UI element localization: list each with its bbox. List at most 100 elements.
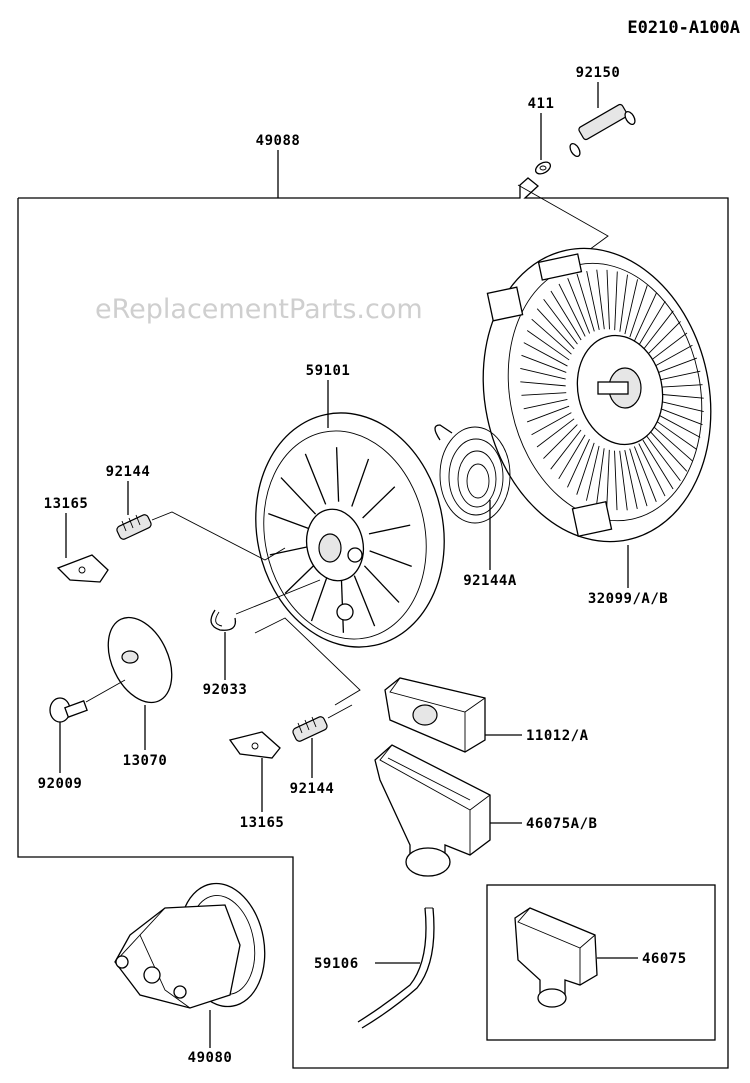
spring-92144-lower-part [292, 716, 328, 742]
cover-fin [550, 429, 582, 470]
cover-fin [624, 450, 638, 510]
cover-fin [558, 283, 586, 337]
cover-fin [652, 344, 693, 368]
reel-spoke [353, 575, 376, 627]
cover-fin [654, 357, 698, 375]
label-92150: 92150 [576, 65, 621, 81]
reel-spoke [362, 486, 396, 519]
reel-spoke [304, 453, 327, 505]
cover-fin [526, 405, 570, 423]
cover-fin [526, 330, 570, 361]
cover-fin [520, 381, 566, 387]
label-32099: 32099/A/B [588, 591, 668, 607]
screw-92009-part [49, 697, 88, 723]
cover-fin [633, 446, 657, 502]
handle-46075ab-part [374, 744, 491, 877]
cover-fin [619, 274, 628, 332]
diagram-reference: E0210-A100A [627, 18, 740, 38]
cover-fin [567, 278, 591, 334]
cover-fin [521, 392, 567, 396]
spring-92144-upper-part [116, 514, 152, 540]
label-92144-b: 92144 [290, 781, 335, 797]
inset-box [486, 884, 716, 1041]
cover-fin [543, 299, 578, 345]
reel-pulley-part [255, 412, 445, 648]
cover-fin [646, 435, 681, 481]
label-13165-a: 13165 [44, 496, 89, 512]
rope-part [357, 907, 435, 1029]
label-13070: 13070 [123, 753, 168, 769]
cover-fin [586, 270, 600, 330]
reel-spoke [363, 565, 400, 603]
cover-fin [638, 443, 666, 497]
label-92144a: 92144A [463, 573, 517, 589]
reel-spoke [284, 561, 318, 594]
cover-fin [656, 413, 701, 438]
handle-46075-part [514, 907, 598, 1008]
cover-fin [576, 273, 595, 332]
reel-spoke [335, 447, 340, 502]
cover-fin [523, 399, 568, 410]
reel-spoke [351, 458, 370, 507]
cover-fin [652, 425, 693, 462]
cover-fin [649, 332, 688, 362]
cover-fin [657, 407, 703, 426]
cover-fin [629, 448, 648, 507]
cover-fin [638, 300, 666, 346]
label-59101: 59101 [306, 363, 351, 379]
label-92144-a: 92144 [106, 464, 151, 480]
label-49088: 49088 [256, 133, 301, 149]
washer-411-part [534, 161, 552, 175]
cover-fin [520, 367, 566, 380]
cover-fin [586, 445, 600, 501]
cover-fin [624, 279, 638, 335]
cover-fin [649, 430, 688, 472]
snap-ring-part [210, 609, 237, 631]
pawl-13165-upper-part [56, 554, 109, 583]
cover-fin [658, 393, 704, 399]
assembly-boundary [17, 177, 729, 1069]
leader-washer-cover [517, 184, 609, 259]
label-411: 411 [528, 96, 555, 112]
cover-fin [658, 400, 704, 413]
cover-fin [576, 442, 595, 495]
handle-grip-part [384, 677, 486, 753]
cover-fin [634, 292, 657, 341]
cover-fin [657, 384, 703, 388]
cover-fin [606, 449, 610, 509]
leader-ring-to-reel [235, 579, 321, 615]
label-46075: 46075 [642, 951, 687, 967]
cover-fin [596, 269, 605, 330]
cover-fin [596, 448, 605, 506]
ratchet-plate-part [107, 616, 173, 704]
label-59106: 59106 [314, 956, 359, 972]
pin-92150-part [569, 103, 636, 158]
cover-fin [642, 439, 674, 490]
reel-spoke [369, 550, 412, 567]
reel-spoke [280, 477, 317, 515]
label-92009: 92009 [38, 776, 83, 792]
cover-fin [543, 424, 578, 459]
leader-spring-to-reel [151, 511, 286, 561]
leader-plate-to-reel [254, 617, 361, 706]
leader-screw-to-plate [85, 679, 126, 703]
cover-fin [531, 412, 572, 436]
cover-fin [606, 269, 610, 330]
pawl-13165-lower-part [228, 731, 281, 759]
cover-fin [536, 418, 575, 448]
label-13165-b: 13165 [240, 815, 285, 831]
label-46075ab: 46075A/B [526, 816, 597, 832]
starter-cup-part [114, 882, 266, 1009]
spiral-spring-part [434, 424, 511, 524]
reel-spoke [268, 513, 311, 530]
cover-fin [629, 285, 648, 338]
cover-fin [558, 434, 586, 480]
watermark: eReplacementParts.com [95, 294, 423, 325]
cover-fin [642, 310, 674, 351]
cover-fin [654, 419, 698, 450]
cover-fin [523, 342, 568, 367]
recoil-cover-part [482, 247, 712, 543]
cover-fin [646, 321, 681, 356]
cover-fin [656, 370, 701, 381]
